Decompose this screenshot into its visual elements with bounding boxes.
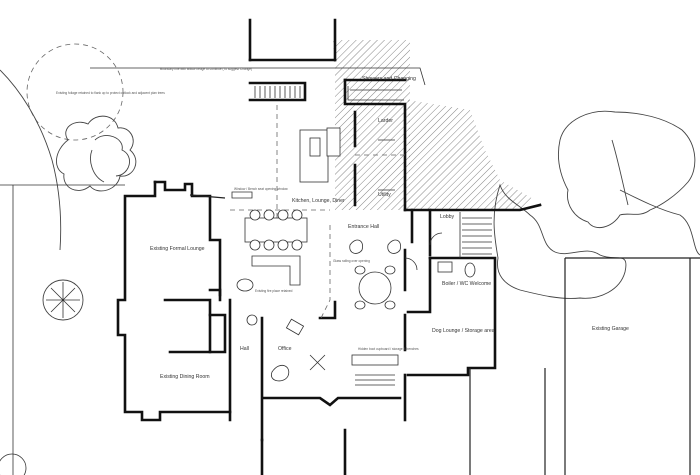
note-railing: Glass railing over opening: [333, 259, 370, 263]
room-label-lobby: Lobby: [440, 214, 455, 220]
room-label-showers: Showers and Changing: [362, 76, 416, 82]
lounge-top-wall: [153, 180, 222, 297]
room-label-office: Office: [278, 346, 292, 352]
office-window: [309, 354, 326, 371]
tree-canopy-left: [56, 115, 137, 192]
lobby-door-swing: [429, 232, 443, 246]
lower-right-walls: [469, 368, 546, 475]
tree-canopy-mid: [493, 183, 627, 299]
utility-counter: [378, 139, 395, 191]
office-desk: [285, 318, 305, 336]
room-label-kitchen: Kitchen, Lounge, Diner: [292, 198, 345, 204]
kitchen-sink: [309, 137, 321, 157]
existing-tree-outline: [26, 43, 124, 141]
boundary-top: [90, 67, 426, 86]
round-table: [358, 271, 392, 305]
hall-chair-left: [349, 239, 363, 254]
boiler-wall: [406, 256, 432, 314]
office-armchair: [270, 364, 290, 382]
note-fire: Existing fire place retained: [255, 289, 293, 293]
kitchen-hob: [326, 127, 341, 157]
boiler: [437, 261, 453, 273]
room-label-utility: Utility: [378, 192, 391, 198]
top-wall-stubs: [248, 18, 337, 62]
room-label-hall: Hall: [240, 346, 249, 352]
labels: Boundary line with willow hedge to conti…: [56, 67, 629, 380]
walls: [116, 18, 700, 475]
door-swing: [404, 257, 418, 271]
room-label-garage: Existing Garage: [592, 326, 629, 332]
rear-wall: [403, 203, 542, 212]
boiler-dog-walls: [406, 256, 497, 377]
dining-table: [244, 217, 308, 243]
boundary-note: Boundary line with willow hedge to conti…: [160, 67, 252, 71]
tree-branch-right: [619, 189, 700, 256]
lobby-walls: [410, 208, 432, 257]
dashed-wall-left: [276, 105, 331, 321]
shrub: [42, 279, 84, 321]
tree-note: Existing foliage retained to flank up to…: [56, 91, 165, 95]
tree-branch: [611, 139, 629, 206]
room-label-larder: Larder: [378, 118, 393, 124]
entry-window: [231, 191, 253, 199]
office-walls: [260, 316, 402, 442]
tree-canopy-right: [557, 110, 696, 229]
corner-sofa: [251, 255, 301, 286]
stairs: [254, 86, 492, 258]
garden-edge-left: [0, 69, 62, 251]
showers-wall: [343, 78, 407, 212]
room-label-formal-lounge: Existing Formal Lounge: [150, 246, 205, 252]
room-label-dining: Existing Dining Room: [160, 374, 210, 380]
tree-canopy-left-inner: [90, 135, 130, 183]
bottom-stubs: [260, 428, 347, 475]
hall-chair-right: [387, 239, 401, 254]
north-marker: [0, 453, 27, 475]
furniture: [231, 127, 476, 386]
wc: [464, 262, 476, 278]
shrub-detail: [46, 282, 80, 318]
proposed-outline: [230, 105, 405, 321]
dining-chairs: [249, 209, 303, 251]
note-window: Window / Bench seat opening window: [234, 187, 288, 191]
dining-inner-wall: [163, 298, 212, 354]
garage-walls: [564, 257, 700, 475]
room-label-dog-lounge: Dog Lounge / Storage area: [432, 328, 495, 334]
room-label-boiler: Boiler / WC Welcome: [442, 281, 491, 287]
room-label-entrance-hall: Entrance Hall: [348, 224, 379, 230]
landscape: [0, 43, 700, 475]
lounge-roof-line: [189, 194, 226, 199]
office-top-wall: [318, 300, 337, 320]
hall-wall: [208, 288, 227, 354]
lounge-outer-wall: [116, 180, 232, 422]
office-chair: [246, 314, 258, 326]
hatched-area: [333, 40, 535, 210]
note-shelves: Hidden boot cupboard / storage & benches: [358, 347, 419, 351]
coat-storage: [355, 374, 395, 386]
side-table: [236, 278, 254, 292]
boot-bench: [351, 354, 399, 366]
stair-top: [248, 81, 307, 102]
